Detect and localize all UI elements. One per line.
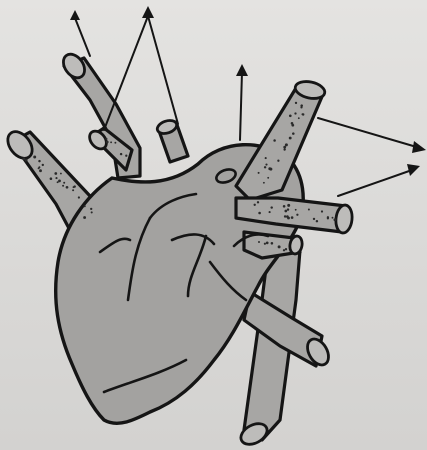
stipple-dot — [289, 137, 292, 140]
stipple-dot — [264, 243, 266, 245]
stipple-dot — [84, 205, 86, 207]
stipple-dot — [265, 157, 267, 159]
stipple-dot — [78, 196, 80, 198]
stipple-dot — [278, 245, 281, 248]
stipple-dot — [283, 205, 286, 208]
stipple-dot — [273, 139, 276, 142]
stipple-dot — [265, 164, 267, 166]
stipple-dot — [66, 186, 69, 189]
stipple-dot — [283, 249, 285, 251]
stipple-dot — [301, 113, 303, 115]
stipple-dot — [264, 166, 266, 168]
stipple-dot — [22, 157, 25, 160]
stipple-dot — [316, 220, 318, 222]
stipple-dot — [327, 217, 329, 219]
stipple-dot — [285, 248, 287, 250]
stipple-dot — [294, 112, 296, 114]
stipple-dot — [266, 242, 269, 245]
stipple-dot — [270, 206, 272, 208]
stipple-dot — [295, 209, 297, 211]
stipple-dot — [55, 177, 57, 179]
pointer-top-left — [70, 10, 90, 56]
stipple-dot — [268, 167, 271, 170]
stipple-dot — [42, 164, 44, 166]
stipple-dot — [54, 172, 57, 175]
stipple-dot — [287, 204, 290, 207]
stipple-dot — [125, 155, 127, 157]
stipple-dot — [38, 167, 40, 169]
stipple-dot — [283, 146, 286, 149]
stipple-dot — [60, 173, 62, 175]
stipple-dot — [291, 216, 294, 219]
stipple-dot — [91, 211, 93, 213]
stipple-dot — [258, 212, 261, 215]
stipple-dot — [90, 208, 92, 210]
stipple-dot — [254, 204, 256, 206]
pointer-right-lower — [338, 164, 420, 196]
stipple-dot — [257, 201, 259, 203]
stipple-dot — [63, 182, 65, 184]
stipple-dot — [308, 208, 310, 210]
stipple-dot — [267, 177, 269, 179]
stipple-dot — [258, 172, 260, 174]
stipple-dot — [269, 211, 271, 213]
stipple-dot — [33, 156, 36, 159]
stipple-dot — [291, 124, 294, 127]
stipple-dot — [313, 218, 315, 220]
stipple-dot — [296, 214, 298, 216]
stipple-dot — [271, 242, 274, 245]
stipple-dot — [295, 102, 297, 104]
pointer-right-upper — [318, 118, 426, 153]
stipple-dot — [289, 114, 292, 117]
stipple-dot — [25, 160, 27, 162]
stipple-dot — [298, 117, 300, 119]
stipple-dot — [110, 141, 112, 143]
stipple-dot — [321, 210, 323, 212]
stipple-dot — [58, 180, 61, 183]
stipple-dot — [38, 160, 40, 162]
stipple-dot — [300, 104, 303, 107]
stipple-dot — [284, 210, 287, 213]
stipple-dot — [106, 141, 109, 144]
pulmonary-vessel-upper-right — [236, 79, 326, 200]
stipple-dot — [286, 215, 289, 218]
pointer-center-top — [236, 64, 248, 140]
stipple-dot — [284, 215, 286, 217]
stipple-dot — [62, 185, 64, 187]
stipple-dot — [284, 148, 286, 150]
stipple-dot — [105, 138, 107, 140]
stipple-dot — [50, 177, 53, 180]
short-vessel-center — [156, 118, 188, 162]
stipple-dot — [39, 169, 42, 172]
stipple-dot — [72, 189, 74, 191]
stipple-dot — [258, 241, 260, 243]
stipple-dot — [263, 182, 265, 184]
stipple-dot — [120, 153, 122, 155]
stipple-dot — [334, 219, 336, 221]
stipple-dot — [73, 186, 75, 188]
stipple-dot — [332, 217, 334, 219]
stipple-dot — [114, 142, 116, 144]
stipple-dot — [83, 216, 86, 219]
stipple-dot — [277, 160, 279, 162]
stipple-dot — [287, 208, 289, 210]
stipple-dot — [292, 132, 295, 135]
